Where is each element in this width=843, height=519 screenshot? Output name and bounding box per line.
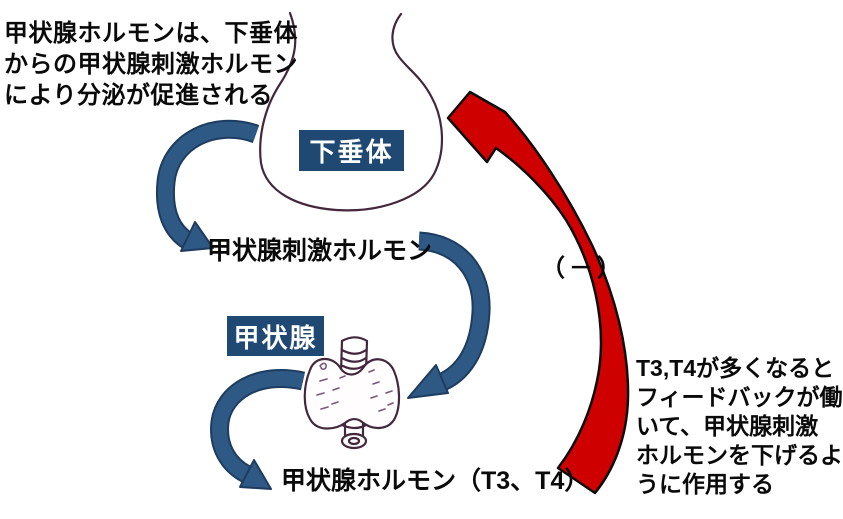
thyroid-hormone-label: 甲状腺ホルモン（T3、T4） [281, 467, 590, 495]
arrow-tsh-to-thyroid [407, 231, 491, 399]
arrow-pituitary-to-tsh [155, 119, 260, 252]
feedback-note: T3,T4が多くなると フィードバックが働 いて、甲状腺刺激 ホルモンを下げるよ… [636, 355, 843, 497]
negative-feedback-arrow [446, 90, 630, 495]
thyroid-sketch [303, 336, 401, 450]
pituitary-label: 下垂体 [309, 137, 394, 167]
arrow-thyroid-to-hormone [210, 368, 306, 490]
intro-note: 甲状腺ホルモンは、下垂体 からの甲状腺刺激ホルモン により分泌が促進される [4, 20, 298, 109]
negative-feedback-sign: （－） [541, 255, 625, 282]
tsh-label: 甲状腺刺激ホルモン [207, 237, 433, 265]
pituitary-sketch [259, 11, 443, 212]
pituitary-label-box: 下垂体 [299, 130, 404, 171]
thyroid-label: 甲状腺 [233, 322, 318, 353]
thyroid-label-box: 甲状腺 [227, 316, 324, 356]
